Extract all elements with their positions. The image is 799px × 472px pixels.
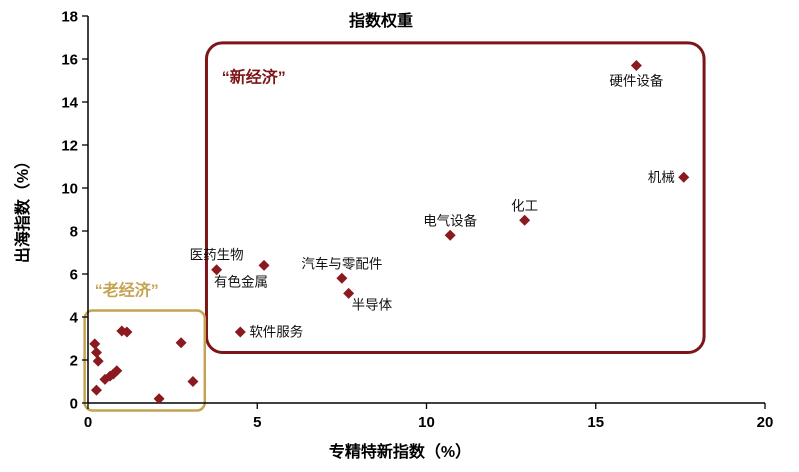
x-tick-label: 0 — [84, 414, 92, 431]
new-economy-box-label: “新经济” — [222, 68, 286, 87]
data-point — [90, 384, 102, 396]
point-label: 有色金属 — [214, 273, 268, 289]
data-point-机械 — [678, 171, 690, 183]
old-economy-box-label: “老经济” — [95, 281, 159, 300]
chart-title: 指数权重 — [348, 13, 413, 30]
y-tick-label: 18 — [61, 9, 78, 26]
data-point — [175, 337, 187, 349]
new-economy-box — [204, 41, 706, 354]
point-label: 半导体 — [352, 297, 393, 312]
data-point — [92, 355, 104, 367]
data-point — [90, 346, 102, 358]
data-point-硬件设备 — [630, 59, 642, 71]
data-point-半导体 — [343, 287, 355, 299]
y-tick-label: 10 — [61, 181, 78, 198]
point-label: 机械 — [648, 170, 675, 185]
point-label: 化工 — [511, 198, 538, 213]
point-label: 汽车与零配件 — [301, 255, 382, 271]
data-point-汽车与零配件 — [336, 272, 348, 284]
y-tick-label: 8 — [70, 224, 78, 241]
data-point — [111, 365, 123, 377]
x-axis-title: 专精特新指数（%） — [328, 444, 472, 461]
y-tick-label: 4 — [70, 310, 79, 327]
data-point-软件服务 — [234, 326, 246, 338]
y-tick-label: 0 — [70, 396, 78, 413]
point-label: 软件服务 — [249, 325, 303, 340]
data-point-医药生物 — [211, 264, 223, 276]
y-axis-title: 出海指数（%） — [15, 152, 32, 264]
y-tick-label: 2 — [70, 353, 78, 370]
data-point — [121, 326, 133, 338]
point-label: 电气设备 — [423, 212, 477, 228]
y-tick-label: 6 — [70, 267, 78, 284]
y-tick-label: 12 — [61, 138, 78, 155]
point-label: 硬件设备 — [609, 72, 663, 88]
y-tick-label: 14 — [61, 95, 78, 112]
x-tick-label: 5 — [253, 414, 261, 431]
point-label: 医药生物 — [190, 248, 244, 263]
data-point — [187, 376, 199, 387]
data-point-化工 — [519, 214, 531, 226]
data-point — [153, 393, 165, 405]
x-tick-label: 10 — [418, 414, 435, 431]
data-point-有色金属 — [258, 259, 270, 271]
data-point-电气设备 — [444, 229, 456, 241]
x-tick-label: 15 — [587, 414, 604, 431]
x-tick-label: 20 — [757, 414, 774, 431]
y-tick-label: 16 — [61, 52, 78, 69]
data-point — [89, 338, 101, 350]
